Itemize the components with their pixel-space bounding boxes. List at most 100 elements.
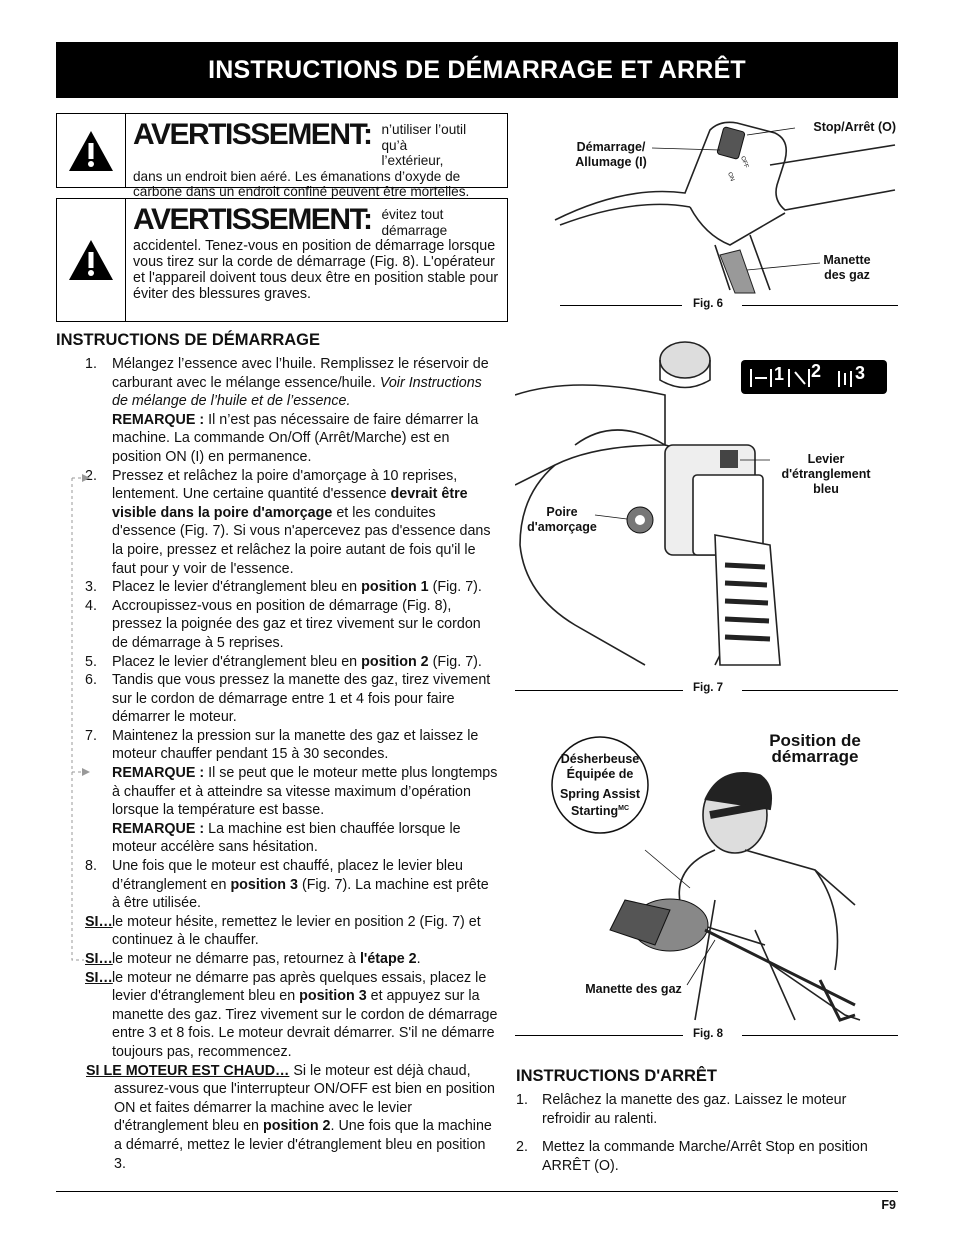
footer-rule <box>56 1191 898 1192</box>
step-bold: position 3 <box>299 988 367 1005</box>
fig7-caption: Fig. 7 <box>693 682 724 694</box>
step-text: Tandis que vous pressez la manette des g… <box>112 672 491 726</box>
warning-lead: évitez tout démarrage <box>381 207 448 238</box>
fig6-rule-left <box>560 305 682 306</box>
step-text: Pressez et relâchez la poire d'amorçage … <box>112 467 458 503</box>
step-text: le moteur ne démarre pas après quelques … <box>112 969 487 1005</box>
section-heading-stop: INSTRUCTIONS D'ARRÊT <box>516 1067 718 1085</box>
fig8-badge-sup: MC <box>618 804 630 812</box>
step-number: 4. <box>85 597 97 614</box>
fig6-stop-callout: Stop/Arrêt (O) <box>813 120 896 134</box>
if-label: SI… <box>85 913 113 930</box>
step-text: (Fig. 7). La machine est prête à être ut… <box>112 876 489 912</box>
step-bold: position 3 <box>230 876 298 893</box>
warning-icon-cell <box>57 199 126 321</box>
step-bold: position 2 <box>361 653 429 670</box>
step-number: 7. <box>85 727 97 744</box>
step-number: 3. <box>85 579 97 596</box>
step-text: Placez le levier d'étranglement bleu en <box>112 579 358 596</box>
fig8-caption: Fig. 8 <box>693 1028 724 1040</box>
fig6-on-text: ON <box>726 172 735 183</box>
warning-title: AVERTISSEMENT: <box>133 118 373 151</box>
list-item: 1. Mélangez l’essence avec l’huile. Remp… <box>56 355 500 467</box>
step-bold: l'étape 2 <box>359 951 417 967</box>
warning-box-outdoor: AVERTISSEMENT: n’utiliser l’outil qu’à l… <box>56 113 508 199</box>
warning-title: AVERTISSEMENT: <box>133 203 373 236</box>
step-number: 2. <box>516 1139 528 1156</box>
step-bold: devrait être visible dans la poire d'amo… <box>112 486 468 521</box>
warning-triangle-icon <box>69 240 113 280</box>
step-number: 1. <box>516 1092 528 1108</box>
fig8-badge: Spring Assist StartingMC <box>548 787 652 818</box>
dashed-connector <box>71 474 90 961</box>
fig7-rule-right <box>742 690 898 691</box>
list-item: 5. Placez le levier d'étranglement bleu … <box>56 653 500 672</box>
fig6-caption: Fig. 6 <box>693 298 724 310</box>
list-item: 6. Tandis que vous pressez la manette de… <box>56 671 500 727</box>
fig6-rule-right <box>742 305 898 306</box>
note-text: La machine est bien chauffée lorsque le … <box>112 820 461 856</box>
note-label: REMARQUE : <box>112 765 205 782</box>
list-item: 7. Maintenez la pression sur la manette … <box>56 727 500 857</box>
step-text: (Fig. 7). <box>432 579 482 596</box>
if-label: SI… <box>85 969 113 986</box>
step-number: 8. <box>85 858 97 875</box>
list-item: SI… le moteur hésite, remettez le levier… <box>56 913 500 950</box>
section-heading-start: INSTRUCTIONS DE DÉMARRAGE <box>56 331 321 349</box>
hot-engine-label: SI LE MOTEUR EST CHAUD… <box>86 1062 290 1079</box>
list-item: SI… le moteur ne démarre pas, retournez … <box>56 950 500 969</box>
fig6-start-callout: Démarrage/ Allumage (I) <box>575 140 647 169</box>
page-title-banner: INSTRUCTIONS DE DÉMARRAGE ET ARRÊT <box>56 42 898 98</box>
step-bold: position 2 <box>263 1118 331 1135</box>
list-item: 2. Mettez la commande Marche/Arrêt Stop … <box>516 1138 896 1175</box>
step-text: Placez le levier d'étranglement bleu en <box>112 653 358 670</box>
warning-triangle-icon <box>69 130 113 171</box>
note-label: REMARQUE : <box>112 411 205 428</box>
step-text: Accroupissez-vous en position de démarra… <box>112 597 481 651</box>
choke-position-2: 2 <box>811 361 821 381</box>
warning-text: AVERTISSEMENT: évitez tout démarrage acc… <box>133 203 499 302</box>
fig8-rule-left <box>515 1035 683 1036</box>
fig8-illustration <box>551 736 861 1022</box>
fig7-choke-callout: Levier d'étranglement bleu <box>781 452 871 496</box>
step-number: 2. <box>85 467 97 484</box>
step-text: et les conduites d'essence (Fig. 7). Si … <box>112 504 491 577</box>
fig7-rule-left <box>515 690 683 691</box>
step-number: 5. <box>85 653 97 670</box>
start-steps-list: 1. Mélangez l’essence avec l’huile. Remp… <box>56 355 500 1173</box>
step-number: 6. <box>85 672 97 689</box>
note-text: Il n’est pas nécessaire de faire démarre… <box>112 411 479 465</box>
list-item: SI… le moteur ne démarre pas après quelq… <box>56 969 500 1062</box>
step-text: Une fois que le moteur est chauffé, plac… <box>112 858 464 893</box>
fig8-throttle-callout: Manette des gaz <box>585 982 682 996</box>
warning-rest: accidentel. Tenez-vous en position de dé… <box>133 238 499 303</box>
page-title: INSTRUCTIONS DE DÉMARRAGE ET ARRÊT <box>208 55 746 84</box>
step-italic: Voir Instructions de mélange de l’huile … <box>112 374 482 410</box>
fig8-badge-line2: Spring Assist Starting <box>559 787 641 818</box>
warning-rest: dans un endroit bien aéré. Les émanation… <box>133 168 470 200</box>
choke-position-1: 1 <box>774 364 784 384</box>
if-label: SI… <box>85 951 113 967</box>
fig7-primer-callout: Poire d'amorçage <box>527 505 597 534</box>
fig6-illustration: ON OFF <box>554 121 896 294</box>
step-text: Relâchez la manette des gaz. Laissez le … <box>542 1092 847 1127</box>
step-text: Mettez la commande Marche/Arrêt Stop en … <box>542 1139 868 1174</box>
fig8-position-label: Position de démarrage <box>769 731 861 766</box>
step-number: 1. <box>85 356 97 372</box>
step-text: . <box>416 951 421 967</box>
list-item: SI LE MOTEUR EST CHAUD… Si le moteur est… <box>56 1062 500 1174</box>
step-text: Si le moteur est déjà chaud, assurez-vou… <box>114 1062 495 1135</box>
fig6-throttle-callout: Manette des gaz <box>823 253 871 282</box>
step-text: Mélangez l’essence avec l’huile. Remplis… <box>112 356 489 391</box>
page-number: F9 <box>881 1198 896 1212</box>
step-text: le moteur hésite, remettez le levier en … <box>112 913 481 949</box>
list-item: 3. Placez le levier d'étranglement bleu … <box>56 578 500 597</box>
warning-icon-cell <box>57 114 126 187</box>
step-text: (Fig. 7). <box>432 653 482 670</box>
fig6-off-text: OFF <box>739 156 749 170</box>
fig8-rule-right <box>742 1035 898 1036</box>
step-text: Maintenez la pression sur la manette des… <box>112 727 479 763</box>
fig7-illustration: 1 2 3 <box>515 341 887 666</box>
warning-text: AVERTISSEMENT: n’utiliser l’outil qu’à l… <box>133 118 499 200</box>
step-text: . Une fois que la machine a démarré, met… <box>114 1118 492 1172</box>
